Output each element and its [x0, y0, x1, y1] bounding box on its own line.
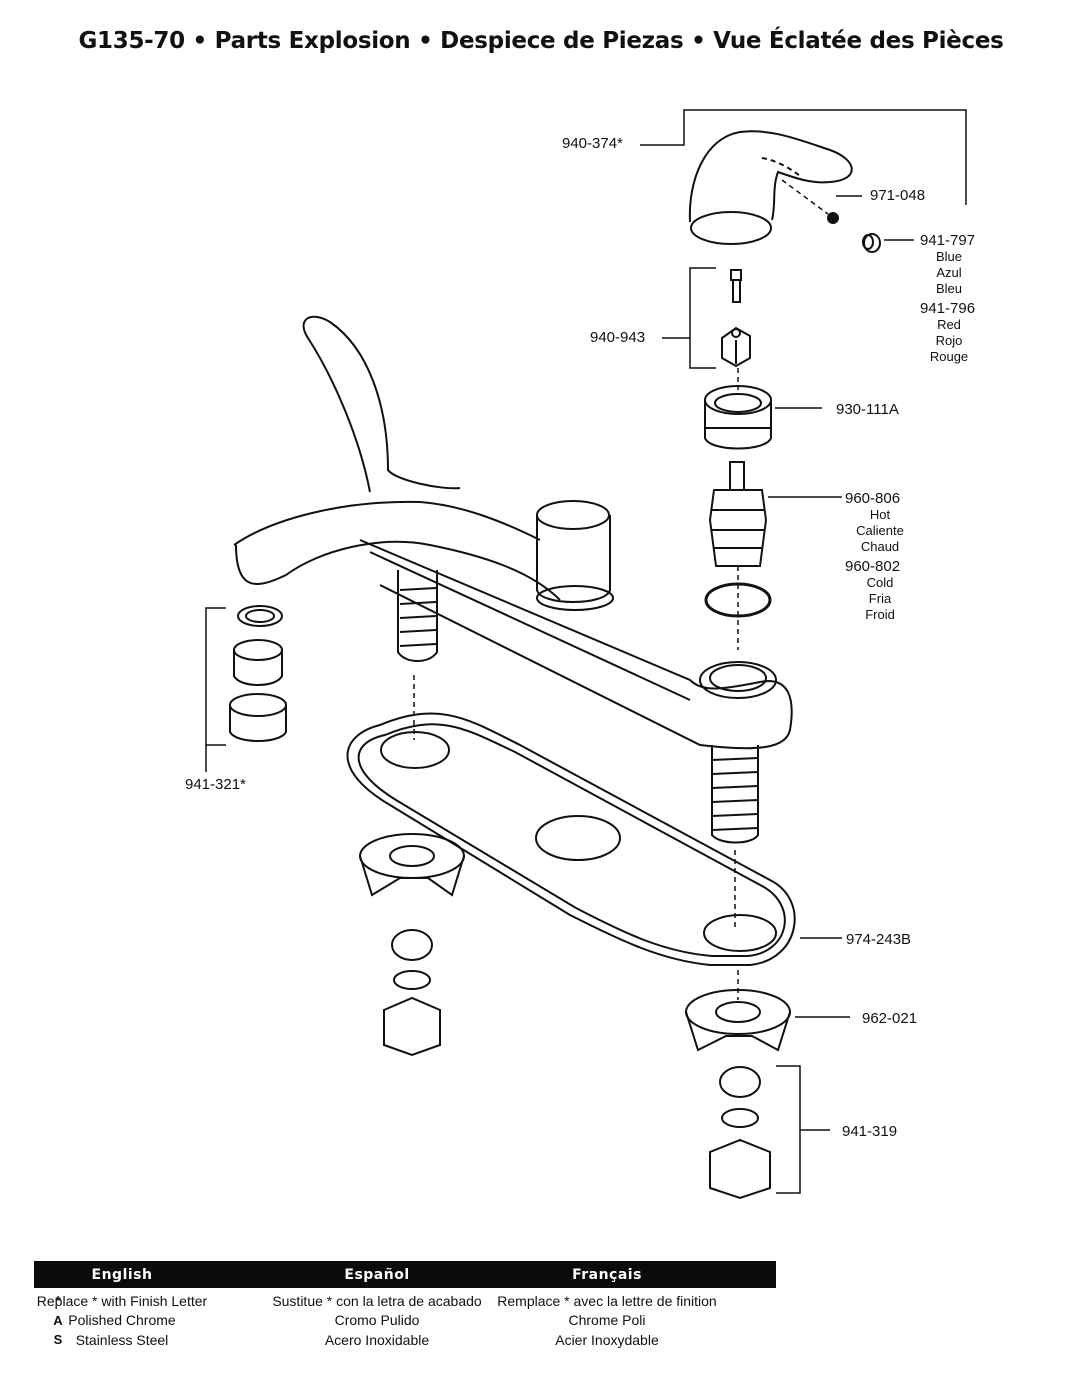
legend-row: S Stainless Steel Acero Inoxidable Acier…: [34, 1330, 776, 1350]
parts-explosion-diagram: 940-374* 971-048 941-797 Blue Azul Bleu …: [185, 109, 975, 1200]
legend-espanol: Cromo Pulido: [334, 1312, 420, 1329]
legend-row: A Polished Chrome Cromo Pulido Chrome Po…: [34, 1311, 776, 1331]
label-960-802-fria: Fria: [869, 591, 892, 606]
label-974-243B: 974-243B: [846, 931, 911, 948]
legend-francais: Acier Inoxydable: [555, 1331, 659, 1348]
label-960-806-hot: Hot: [870, 507, 891, 522]
legend-espanol: Acero Inoxidable: [324, 1331, 430, 1348]
screw-and-nut-part: [721, 269, 751, 368]
label-941-796-rouge: Rouge: [930, 349, 968, 364]
legend-code: *: [55, 1293, 61, 1309]
label-962-021: 962-021: [862, 1010, 917, 1027]
label-941-796-rojo: Rojo: [936, 333, 963, 348]
label-971-048: 971-048: [870, 187, 925, 204]
legend-english: Replace * with Finish Letter: [36, 1292, 208, 1309]
label-941-797-azul: Azul: [936, 265, 961, 280]
deck-gasket-part: [346, 712, 796, 966]
label-941-796-red: Red: [937, 317, 961, 332]
label-941-797: 941-797: [920, 232, 975, 249]
legend-code: A: [53, 1312, 63, 1328]
finish-legend-table: English Español Français * Replace * wit…: [34, 1261, 776, 1350]
legend-row: * Replace * with Finish Letter Sustitue …: [34, 1291, 776, 1311]
label-960-802: 960-802: [845, 558, 900, 575]
label-930-111A: 930-111A: [836, 401, 899, 418]
supply-connector-parts: [709, 1066, 771, 1200]
label-941-321: 941-321*: [185, 776, 246, 793]
legend-header-francais: Français: [572, 1266, 642, 1283]
legend-francais: Chrome Poli: [568, 1312, 646, 1329]
label-941-797-blue: Blue: [936, 249, 962, 264]
faucet-body-part: [233, 315, 793, 844]
label-960-806-chaud: Chaud: [861, 539, 899, 554]
bonnet-nut-part: [704, 385, 772, 450]
cartridge-part: [708, 461, 768, 567]
label-960-806: 960-806: [845, 490, 900, 507]
aerator-parts: [229, 605, 287, 742]
legend-francais: Remplace * avec la lettre de finition: [497, 1292, 717, 1309]
label-941-797-bleu: Bleu: [936, 281, 962, 296]
legend-header-espanol: Español: [344, 1266, 410, 1283]
legend-english: Stainless Steel: [75, 1331, 169, 1348]
label-940-374: 940-374*: [562, 135, 623, 152]
legend-english: Polished Chrome: [68, 1312, 176, 1329]
legend-header-row: English Español Français: [34, 1261, 776, 1288]
left-mounting-nut-part: [359, 833, 465, 1057]
legend-code: S: [53, 1332, 63, 1348]
label-941-796: 941-796: [920, 300, 975, 317]
legend-header-english: English: [91, 1266, 153, 1283]
index-button-part: [862, 233, 881, 253]
legend-espanol: Sustitue * con la letra de acabado: [272, 1292, 482, 1309]
label-960-802-froid: Froid: [865, 607, 895, 622]
label-960-802-cold: Cold: [867, 575, 894, 590]
lever-handle-part: [688, 130, 853, 245]
label-941-319: 941-319: [842, 1123, 897, 1140]
page-title: G135-70 • Parts Explosion • Despiece de …: [78, 28, 1004, 54]
label-960-806-caliente: Caliente: [856, 523, 904, 538]
label-940-943: 940-943: [590, 329, 645, 346]
